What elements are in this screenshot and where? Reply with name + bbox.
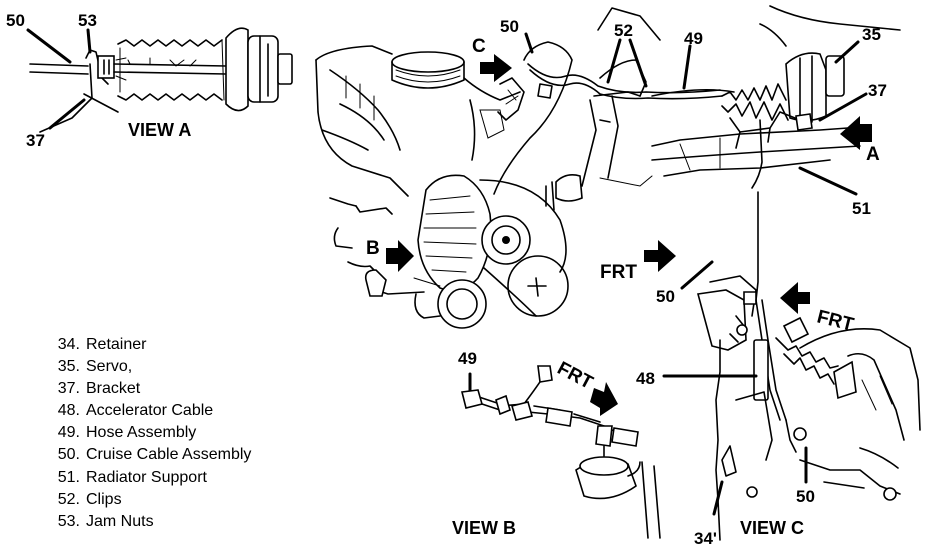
view-b-arrow xyxy=(386,240,414,272)
legend-item: 51. Radiator Support xyxy=(40,467,251,489)
legend-number: 34. xyxy=(57,336,80,353)
legend-text: Radiator Support xyxy=(86,468,207,486)
frt-label-main: FRT xyxy=(600,262,637,283)
legend-text: Bracket xyxy=(86,380,141,398)
legend-item: 53. Jam Nuts xyxy=(40,511,251,533)
legend-item: 37. Bracket xyxy=(40,378,251,400)
legend-text: Retainer xyxy=(86,336,147,353)
legend-number: 52. xyxy=(57,490,80,508)
callout-48: 48 xyxy=(636,369,655,388)
callout-52: 52 xyxy=(614,21,633,40)
legend-text: Accelerator Cable xyxy=(86,402,214,420)
legend-item: 52. Clips xyxy=(40,489,251,511)
legend-item: 35. Servo, xyxy=(40,356,251,378)
callout-50-bottom: 50 xyxy=(796,487,815,506)
legend-number: 49. xyxy=(57,424,80,442)
arrow-letter-a: A xyxy=(866,144,880,165)
leader-lines xyxy=(26,28,868,516)
arrow-letter-b: B xyxy=(366,238,380,259)
frt-label-view-c: FRT xyxy=(815,306,856,335)
legend-number: 48. xyxy=(57,402,80,420)
callout-37-right: 37 xyxy=(868,81,887,100)
view-a-label: VIEW A xyxy=(128,120,191,140)
legend-text: Servo, xyxy=(86,358,133,376)
legend-item: 50. Cruise Cable Assembly xyxy=(40,444,252,466)
callout-34: 34' xyxy=(694,529,717,548)
frt-label-view-b: FRT xyxy=(554,358,597,394)
callout-50-view-a: 50 xyxy=(6,11,25,30)
view-c-illustration xyxy=(696,119,921,541)
legend-text: Hose Assembly xyxy=(86,424,197,442)
direction-arrows xyxy=(386,54,872,416)
legend-number: 51. xyxy=(57,468,80,486)
parts-legend: 34. Retainer 35. Servo, 37. Bracket 48. Acce… xyxy=(40,334,252,533)
callout-50-top: 50 xyxy=(500,17,519,36)
legend-item: 49. Hose Assembly xyxy=(40,422,251,444)
legend-text: Jam Nuts xyxy=(86,512,154,530)
legend-number: 50. xyxy=(57,446,80,464)
callout-49-view-b: 49 xyxy=(458,349,477,368)
view-b-illustration xyxy=(461,365,661,539)
frt-arrow-view-c xyxy=(780,282,810,314)
callout-51: 51 xyxy=(852,199,871,218)
legend-number: 37. xyxy=(57,380,80,398)
arrow-letter-c: C xyxy=(472,36,486,57)
engine-illustration xyxy=(315,5,901,329)
callout-49-top: 49 xyxy=(684,29,703,48)
view-c-arrow xyxy=(480,54,512,82)
frt-arrow-main xyxy=(644,240,676,272)
callout-50-view-c: 50 xyxy=(656,287,675,306)
callout-37-view-a: 37 xyxy=(26,131,45,150)
frt-arrow-view-b xyxy=(590,382,618,416)
view-a-arrow xyxy=(840,116,872,150)
callout-53: 53 xyxy=(78,11,97,30)
legend-text: Cruise Cable Assembly xyxy=(86,446,252,464)
callout-35: 35 xyxy=(862,25,881,44)
view-b-label: VIEW B xyxy=(452,518,516,538)
view-a-illustration xyxy=(29,27,293,133)
legend-item: 34. Retainer xyxy=(40,334,251,356)
legend-item: 48. Accelerator Cable xyxy=(40,400,251,422)
legend-text: Clips xyxy=(86,490,122,508)
view-c-label: VIEW C xyxy=(740,518,804,538)
legend-number: 53. xyxy=(57,512,80,530)
legend-number: 35. xyxy=(57,358,80,376)
